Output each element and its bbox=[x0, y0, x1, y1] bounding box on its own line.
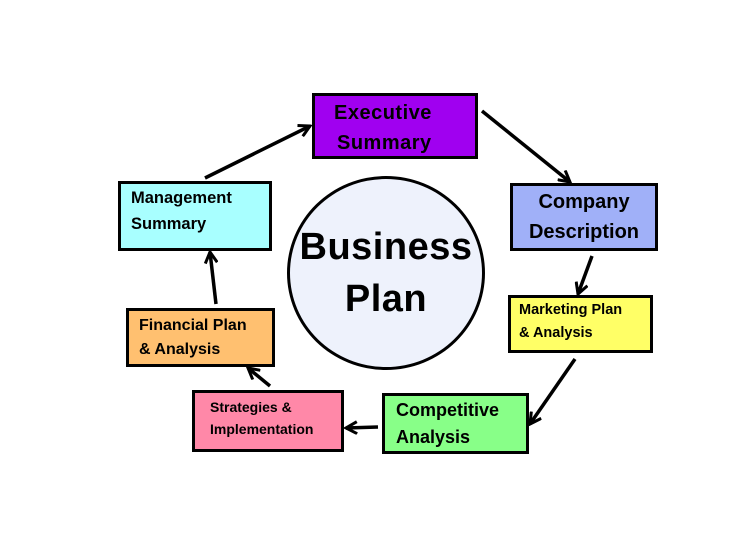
node-competitive-analysis: Competitive Analysis bbox=[382, 393, 529, 454]
node-label-line-2: & Analysis bbox=[519, 325, 593, 341]
node-label-line-2: Implementation bbox=[210, 421, 314, 437]
node-label-line-1: Marketing Plan bbox=[519, 302, 623, 318]
node-marketing-plan: Marketing Plan & Analysis bbox=[508, 295, 653, 353]
node-financial-plan: Financial Plan & Analysis bbox=[126, 308, 275, 367]
node-management-summary: Management Summary bbox=[118, 181, 272, 251]
arrow-company-to-marketing bbox=[578, 255, 594, 294]
node-company-description: Company Description bbox=[510, 183, 658, 251]
center-title-line-1: Business bbox=[299, 226, 473, 268]
node-label-line-2: & Analysis bbox=[139, 341, 221, 358]
node-label-line-1: Financial Plan bbox=[139, 317, 247, 334]
node-label-line-1: Competitive bbox=[396, 400, 500, 420]
arrow-competitive-to-strategies bbox=[346, 427, 379, 428]
node-label-line-2: Summary bbox=[131, 215, 207, 233]
node-label-line-2: Description bbox=[528, 221, 640, 243]
arrow-executive-to-company bbox=[480, 109, 570, 182]
node-label-line-1: Executive bbox=[334, 102, 432, 124]
node-label-line-2: Summary bbox=[337, 132, 432, 154]
node-label-line-1: Strategies & bbox=[210, 399, 292, 415]
center-circle-business-plan: Business Plan bbox=[287, 176, 485, 370]
arrow-financial-to-management bbox=[210, 252, 216, 305]
node-strategies-implementation: Strategies & Implementation bbox=[192, 390, 344, 452]
arrow-strategies-to-financial bbox=[248, 368, 272, 388]
node-executive-summary: Executive Summary bbox=[312, 93, 478, 159]
arrow-management-to-executive bbox=[204, 126, 310, 180]
node-label-line-2: Analysis bbox=[396, 427, 471, 447]
center-title-line-2: Plan bbox=[344, 278, 428, 320]
node-label-line-1: Company bbox=[538, 191, 630, 213]
node-label-line-1: Management bbox=[131, 189, 232, 207]
arrow-marketing-to-competitive bbox=[530, 358, 577, 424]
